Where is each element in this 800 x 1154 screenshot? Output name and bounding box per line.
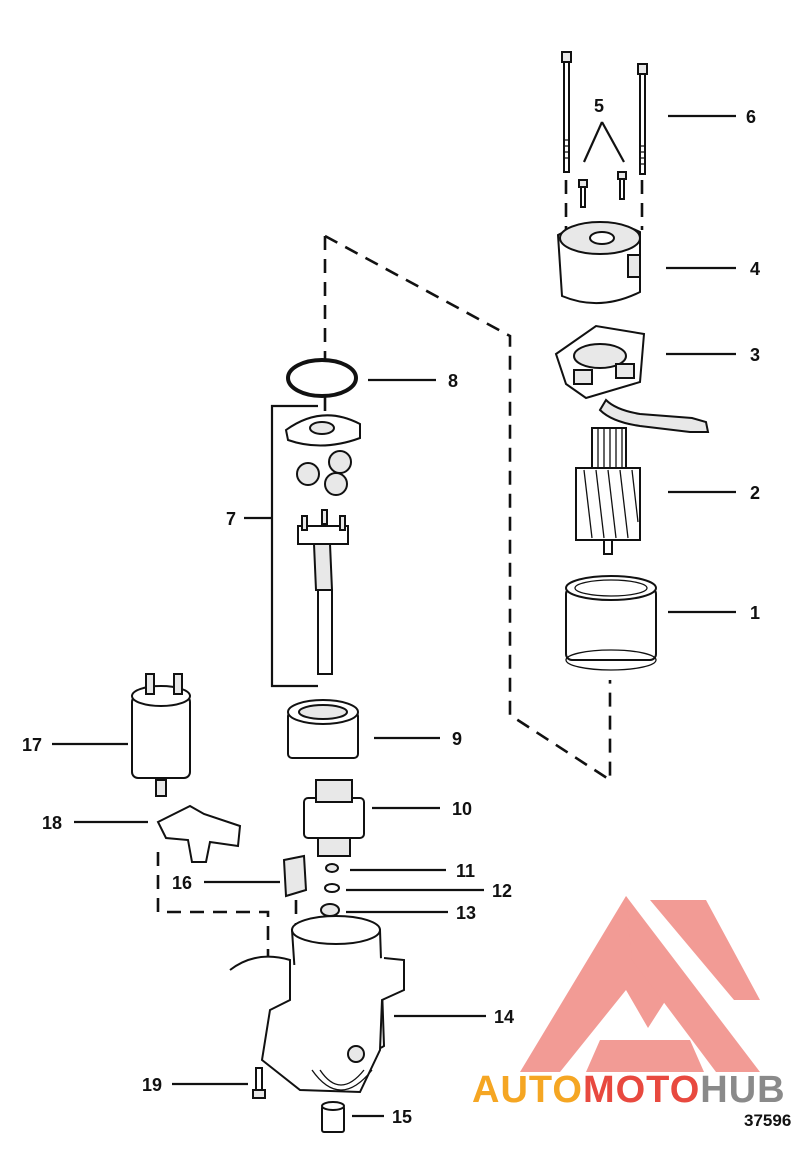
callout-19: 19 — [142, 1075, 162, 1095]
watermark-auto: AUTO — [472, 1069, 583, 1111]
callout-4: 4 — [750, 259, 760, 279]
o-ring — [286, 358, 358, 398]
callout-18: 18 — [42, 813, 62, 833]
watermark-hub: HUB — [700, 1069, 785, 1111]
ring-gear — [287, 699, 359, 759]
callout-15: 15 — [392, 1107, 412, 1127]
retainers — [320, 863, 340, 917]
callout-14: 14 — [494, 1007, 514, 1027]
callout-5: 5 — [594, 96, 604, 116]
callout-numbers: 1 2 3 4 5 6 7 8 9 10 11 12 13 14 15 16 1… — [22, 96, 760, 1127]
small-screws — [578, 171, 627, 208]
through-bolts — [561, 51, 648, 175]
callout-13: 13 — [456, 903, 476, 923]
callout-6: 6 — [746, 107, 756, 127]
callout-12: 12 — [492, 881, 512, 901]
callout-3: 3 — [750, 345, 760, 365]
callout-11: 11 — [456, 861, 475, 881]
callout-16: 16 — [172, 873, 192, 893]
figure-number: 37596 — [744, 1111, 791, 1130]
drive-pinion — [303, 779, 365, 857]
callout-8: 8 — [448, 371, 458, 391]
shift-lever-clip — [282, 854, 308, 898]
callout-9: 9 — [452, 729, 462, 749]
brush-plate — [554, 324, 710, 433]
shift-lever — [156, 804, 242, 863]
callout-2: 2 — [750, 483, 760, 503]
svg-text:AUTOMOTOHUB: AUTOMOTOHUB — [472, 1069, 786, 1111]
callout-17: 17 — [22, 735, 42, 755]
bushing — [321, 1101, 345, 1133]
group-bracket — [270, 404, 318, 688]
housing-bolt — [252, 1067, 266, 1099]
armature — [575, 427, 641, 555]
planetary-gear-set — [284, 414, 361, 675]
callout-7: 7 — [226, 509, 236, 529]
leader-lines — [52, 114, 736, 1118]
commutator-end-cap — [556, 221, 641, 305]
solenoid — [131, 673, 191, 797]
watermark-logo — [520, 896, 760, 1072]
callout-10: 10 — [452, 799, 472, 819]
watermark-wordmark: AUTOMOTOHUB — [472, 1069, 786, 1111]
field-frame — [565, 575, 657, 671]
watermark-moto: MOTO — [583, 1069, 700, 1111]
drive-housing — [229, 915, 405, 1094]
callout-1: 1 — [750, 603, 760, 623]
assembly-dash-lines — [156, 180, 644, 960]
